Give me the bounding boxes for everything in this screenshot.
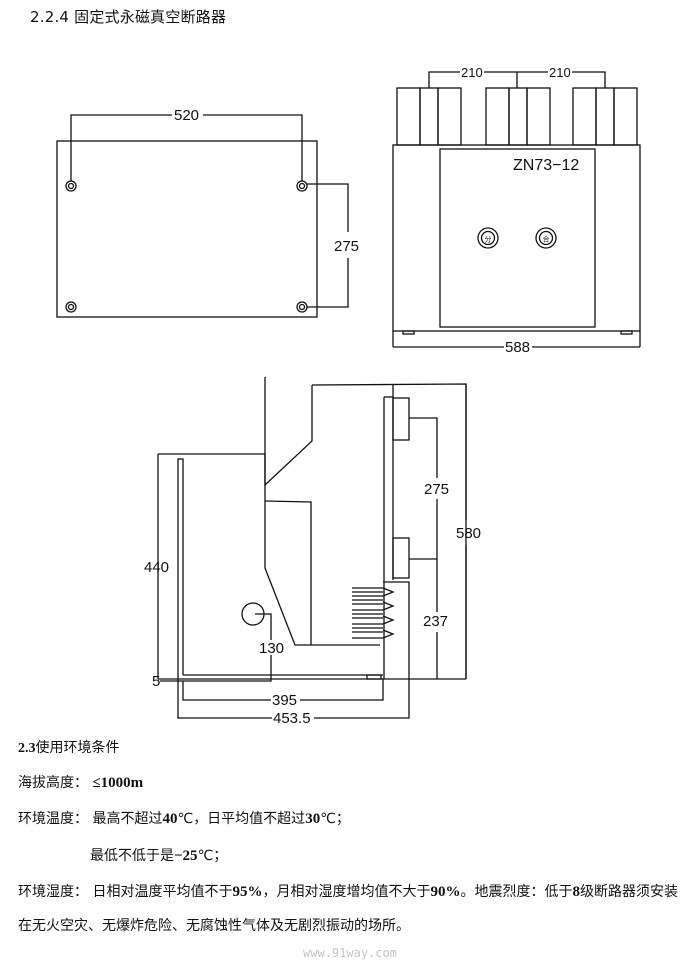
dim-label-580: 580 (456, 525, 481, 542)
conditions-heading: 2.3使用环境条件 (18, 737, 120, 757)
location-line: 在无火空灾、无爆炸危险、无腐蚀性气体及无剧烈振动的场所。 (18, 915, 410, 935)
side-view-drawing: 130 275 237 580 440 5 395 453.5 (144, 377, 481, 727)
front-view-drawing: 520 275 (56, 107, 359, 318)
altitude-line: 海拔高度： ≤1000m (18, 772, 143, 792)
dim-line-275 (307, 183, 349, 232)
terminal-pole-group-1 (396, 87, 462, 146)
seismic-prefix: 。地震烈度：低于 (460, 884, 573, 900)
base-foot (366, 674, 382, 680)
dim-line-275-side (409, 417, 438, 478)
dim-line-520 (70, 114, 172, 181)
temp-min-unit: ℃； (197, 848, 228, 864)
mounting-hole-tr (296, 180, 308, 192)
conditions-section-title: 使用环境条件 (35, 740, 120, 756)
dim-line-210-right (572, 71, 606, 88)
temp-max-prefix: 最高不超过 (92, 811, 163, 827)
humidity-line: 环境湿度： 日相对温度平均值不于95%，月相对湿度增均值不大于90%。地震烈度：… (18, 881, 678, 901)
terminal-housing (383, 581, 410, 679)
temp-avg-prefix: ，日平均值不超过 (193, 811, 306, 827)
dim-label-275-side: 275 (424, 481, 449, 498)
dim-label-5: 5 (152, 673, 160, 690)
temperature-label: 环境温度： (18, 811, 88, 827)
temp-avg-unit: ℃； (320, 811, 350, 827)
mid-block (264, 500, 312, 645)
top-view-drawing: 210 210 588 ZN73−12 分 合 (392, 65, 641, 356)
open-button[interactable]: 分 (477, 227, 499, 249)
dim-line-395-right (300, 679, 384, 701)
mounting-hole-br (296, 301, 308, 313)
temperature-min-line: 最低不低于是−25℃； (90, 845, 227, 865)
section-title: 固定式永磁真空断路器 (74, 8, 227, 26)
dim-label-453-5: 453.5 (273, 710, 311, 727)
front-block (158, 453, 380, 646)
terminal-pole-group-3 (572, 87, 638, 146)
dim-label-237: 237 (423, 613, 448, 630)
temp-min-value: −25 (174, 848, 198, 864)
foot-left (402, 330, 415, 335)
humidity-month-prefix: ，月相对湿度增均值不大于 (262, 884, 431, 900)
seismic-suffix: 级断路器须安装 (579, 884, 678, 900)
dim-line-210 (428, 71, 460, 88)
lower-terminal (392, 537, 410, 579)
top-edge (311, 383, 467, 679)
terminal-pole-group-2 (485, 87, 551, 146)
temp-min-prefix: 最低不低于是 (90, 848, 174, 864)
dim-label-395: 395 (272, 692, 297, 709)
close-button-glyph: 合 (543, 235, 550, 244)
temperature-line: 环境温度： 最高不超过40℃，日平均值不超过30℃； (18, 808, 350, 828)
insulator-fins (352, 587, 395, 639)
dim-label-520: 520 (174, 107, 199, 124)
section-number: 2.2.4 (30, 8, 70, 26)
dim-line-130-b (160, 655, 272, 682)
front-panel (177, 458, 184, 677)
front-plate-outline (56, 140, 318, 318)
dim-label-275-front: 275 (334, 238, 359, 255)
close-button[interactable]: 合 (535, 227, 557, 249)
seismic-value: 8 (572, 884, 580, 900)
dim-line-395 (182, 681, 271, 701)
humidity-month-value: 90% (430, 884, 461, 900)
dim-line-453-5 (177, 677, 272, 719)
dim-line-520-right (203, 114, 303, 181)
temp-max-unit: ℃ (177, 811, 194, 827)
dim-line-453-5-right (314, 679, 410, 719)
model-label: ZN73−12 (513, 157, 579, 174)
humidity-label: 环境湿度： (18, 884, 88, 900)
open-button-glyph: 分 (485, 235, 492, 244)
temp-avg-value: 30 (305, 811, 321, 827)
conditions-section-number: 2.3 (18, 741, 36, 756)
dim-label-210-left: 210 (461, 65, 483, 80)
dim-label-588: 588 (505, 339, 530, 356)
altitude-value: ≤1000m (92, 775, 144, 791)
temp-max-value: 40 (162, 811, 178, 827)
upper-terminal (392, 397, 410, 441)
location-text: 在无火空灾、无爆炸危险、无腐蚀性气体及无剧烈振动的场所。 (18, 918, 410, 934)
mounting-hole-tl (65, 180, 77, 192)
mounting-hole-bl (65, 301, 77, 313)
dim-line-275-side-b (409, 499, 438, 560)
technical-drawings: 520 275 210 210 588 ZN73−12 (56, 65, 641, 727)
foot-right (620, 330, 633, 335)
humidity-day-prefix: 日相对温度平均值不于 (92, 884, 233, 900)
altitude-label: 海拔高度： (18, 775, 88, 791)
section-heading: 2.2.4 固定式永磁真空断路器 (30, 6, 226, 27)
dim-label-440: 440 (144, 559, 169, 576)
watermark: www.91way.com (303, 946, 397, 960)
upper-housing-outline (264, 377, 313, 487)
dim-line-130 (255, 613, 272, 640)
dim-label-210-right: 210 (549, 65, 571, 80)
breaker-body-outline (392, 144, 641, 332)
humidity-day-value: 95% (232, 884, 263, 900)
control-panel (439, 148, 596, 328)
dim-label-130: 130 (259, 640, 284, 657)
dim-line-275-b (307, 258, 349, 308)
